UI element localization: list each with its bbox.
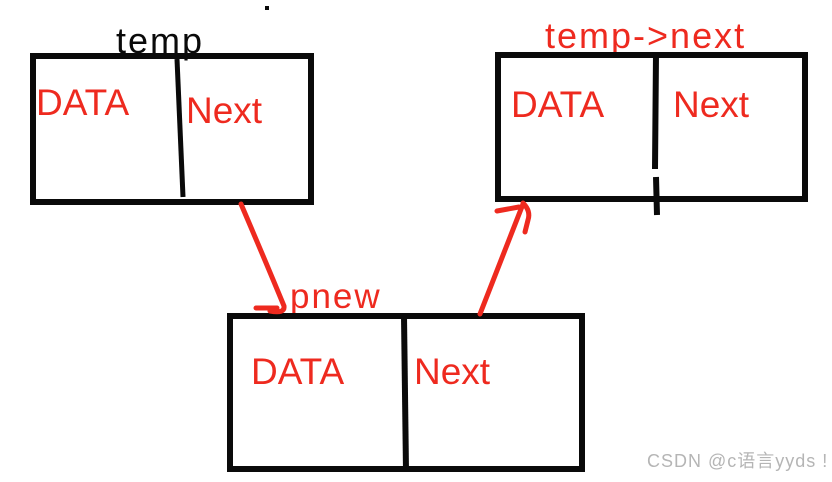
pnew-next-to-temp-next-arrowhead-bar xyxy=(494,204,522,214)
stray-dot xyxy=(265,6,269,10)
pnew-next-to-temp-next-arrow xyxy=(477,201,526,317)
temp-next-next-cell-label: Next xyxy=(673,84,750,125)
pnew-node-box xyxy=(227,313,585,472)
temp-next-to-pnew-arrow xyxy=(238,201,287,315)
temp-next-data-cell-label: DATA xyxy=(511,84,605,125)
pnew-data-cell-label: DATA xyxy=(251,351,345,392)
watermark-text: CSDN @c语言yyds ! xyxy=(647,451,829,471)
pnew-next-cell-label: Next xyxy=(414,351,491,392)
temp-next-cell-label: Next xyxy=(186,90,263,131)
temp-node-box xyxy=(30,53,314,205)
temp-next-node-box xyxy=(495,52,808,202)
temp-next-node-title: temp->next xyxy=(545,15,747,56)
pnew-node-title: pnew xyxy=(290,277,382,316)
pnew-next-to-temp-next-arrowhead-hook xyxy=(520,200,532,235)
temp-node-title: temp xyxy=(116,20,205,61)
temp-data-cell-label: DATA xyxy=(36,82,130,123)
